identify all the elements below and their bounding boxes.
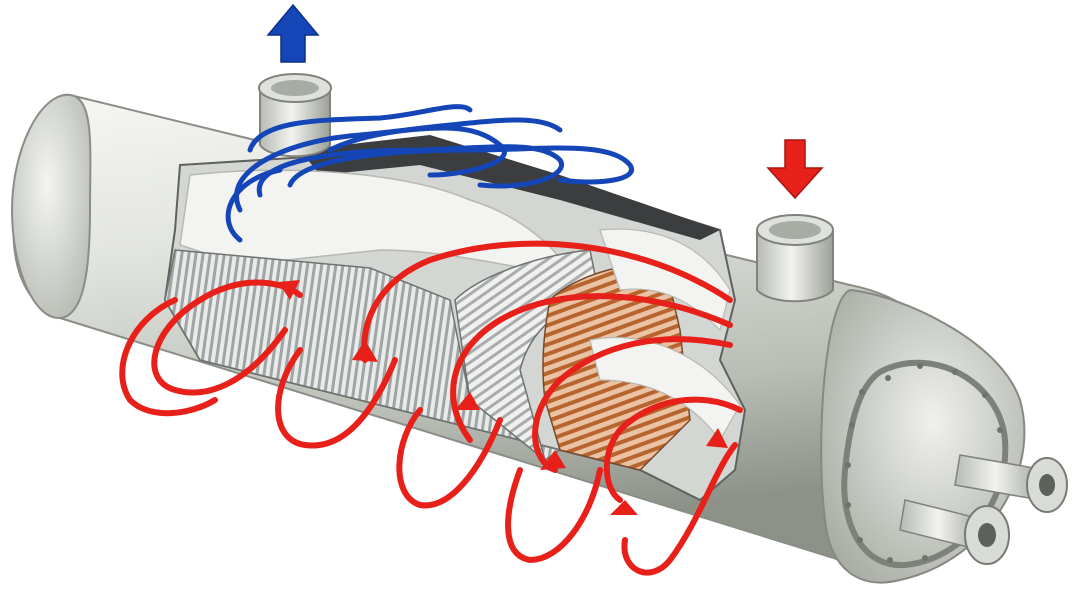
arrow-up-icon — [266, 3, 320, 63]
side-nozzles — [899, 454, 1068, 565]
hot-flow-arrowheads — [278, 280, 728, 515]
cutaway — [163, 135, 747, 502]
left-end-cap — [10, 93, 92, 320]
top-nozzle-left — [258, 73, 332, 158]
right-bonnet — [820, 288, 1026, 584]
top-nozzle-right — [756, 214, 834, 303]
arrow-down-icon — [766, 139, 824, 200]
cold-flow-lines — [225, 104, 635, 243]
bonnet-flange — [841, 359, 1009, 569]
hot-flow-lines — [119, 240, 743, 576]
